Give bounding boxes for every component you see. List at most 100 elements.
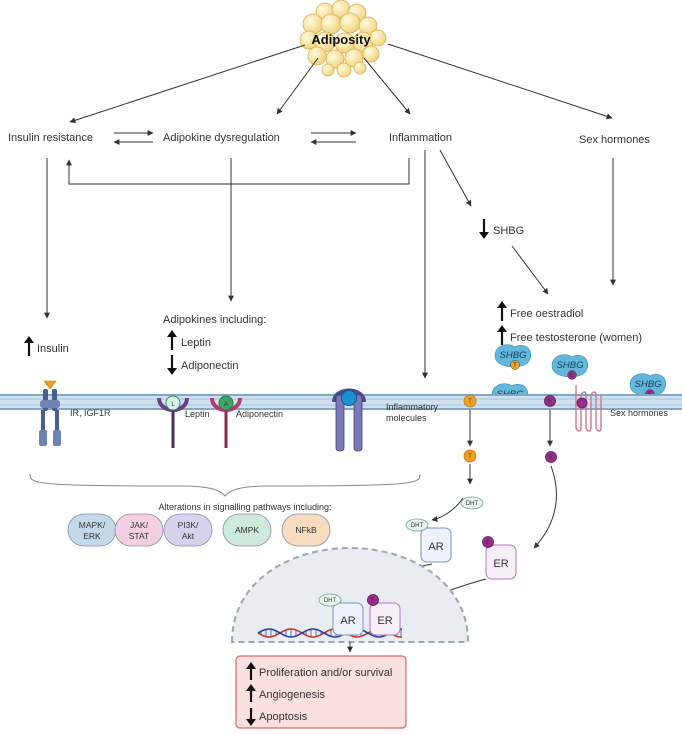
- free-hormones-block: Free oestradiol Free testosterone (women…: [497, 301, 642, 345]
- fat-cell-icon: [369, 29, 387, 47]
- dht-ligand-icon: [405, 518, 429, 532]
- dht-letter: DHT: [411, 523, 424, 529]
- pathway-pill-shape: [281, 513, 331, 547]
- fat-cell-icon: [321, 63, 335, 77]
- pathway-pill: MAPK/ERK: [67, 513, 117, 547]
- fat-cell-icon: [307, 46, 327, 66]
- up-arrow-icon: [497, 301, 507, 321]
- pathway-label: STAT: [129, 531, 149, 541]
- arrow-to-shbg: [439, 149, 472, 207]
- inflammatory-label-line1: Inflammatory: [386, 402, 439, 412]
- adiponectin-receptor: A Adiponectin: [210, 395, 283, 448]
- shbg-label: SHBG: [493, 225, 524, 237]
- dht-letter: DHT: [324, 598, 337, 604]
- outcome-label: Proliferation and/or survival: [259, 667, 392, 679]
- testosterone-ligand-icon: [463, 449, 477, 463]
- nuclear-er-label: ER: [377, 615, 392, 627]
- nucleus: DHT AR E ER: [230, 546, 470, 643]
- bidirectional-arrows: [113, 130, 357, 145]
- up-arrow-icon: [167, 330, 177, 350]
- pathway-label: Akt: [182, 531, 195, 541]
- insulin-resistance-label: Insulin resistance: [8, 132, 93, 144]
- shbg-complex-label: SHBG: [500, 350, 527, 361]
- shbg-decrease: SHBG: [479, 219, 524, 239]
- pathway-pill: JAK/STAT: [114, 513, 164, 547]
- dht-letter: DHT: [466, 501, 479, 507]
- arrow-to-inflammation: [363, 57, 411, 115]
- fat-cell-icons: [299, 0, 387, 78]
- fat-cell-icon: [362, 45, 380, 63]
- up-arrow-icon: [246, 684, 256, 702]
- nuclear-er: [369, 602, 401, 636]
- shbg-complex: SHBG T: [494, 344, 532, 370]
- leptin-receptor-label: Leptin: [185, 409, 210, 419]
- hormone-ligands: T T E E DHT: [460, 394, 557, 510]
- ir-igf1r-label: IR, IGF1R: [70, 408, 111, 418]
- fat-cell-icon: [339, 12, 361, 34]
- oestradiol-letter: E: [570, 373, 574, 379]
- cytoplasmic-ar: DHT AR: [405, 518, 452, 563]
- nuclear-ar-label: AR: [340, 615, 355, 627]
- testosterone-ligand-icon: [510, 360, 520, 370]
- fat-cell-icon: [325, 49, 345, 69]
- leptin-receptor: L Leptin: [157, 395, 210, 448]
- oestradiol-ligand-icon: [576, 397, 588, 409]
- adiposity-title: Adiposity: [311, 32, 371, 47]
- leptin-ligand-letter: L: [171, 402, 175, 408]
- pathway-pill-shape: [222, 513, 272, 547]
- top-arrows: [69, 43, 613, 124]
- down-arrow-icon: [167, 355, 177, 375]
- gpcr-receptor: [575, 385, 602, 432]
- fat-cell-icon: [320, 13, 342, 35]
- oestradiol-letter: E: [548, 399, 552, 405]
- leptin-ligand-icon: [165, 395, 181, 411]
- inflammatory-molecule-icon: [341, 390, 357, 406]
- er-label: ER: [493, 558, 508, 570]
- down-arrow-icon: [479, 219, 489, 239]
- sex-hormones-label: Sex hormones: [579, 134, 650, 146]
- fat-cell-icon: [302, 13, 324, 35]
- shbg-complex-label: SHBG: [557, 360, 584, 371]
- oestradiol-ligand-icon: [544, 395, 556, 407]
- insulin-ligand-icon: [43, 380, 57, 390]
- down-arrow-icon: [246, 708, 256, 726]
- oestradiol-ligand-icon: [367, 594, 379, 606]
- testosterone-letter: T: [513, 363, 517, 369]
- oestradiol-letter: E: [486, 540, 490, 546]
- pathway-pill: NFkB: [281, 513, 331, 547]
- adiponectin-ligand-letter: A: [224, 402, 228, 408]
- arrow-to-sex-hormones: [387, 43, 613, 120]
- pathway-pill: AMPK: [222, 513, 272, 547]
- outcomes-box: Proliferation and/or survivalAngiogenesi…: [235, 655, 407, 729]
- feedback-arrow: [66, 158, 410, 185]
- inflammatory-receptor: Inflammatory molecules: [332, 388, 439, 452]
- oestradiol-letter: E: [371, 598, 375, 604]
- free-oestradiol-label: Free oestradiol: [510, 308, 583, 320]
- insulin-label: Insulin: [37, 343, 69, 355]
- outcome-label: Angiogenesis: [259, 689, 326, 701]
- outcome-row: Proliferation and/or survival: [246, 662, 392, 680]
- oestradiol-letter: E: [549, 455, 553, 461]
- up-arrow-icon: [497, 325, 507, 345]
- dht-ligand-icon: [318, 593, 342, 607]
- oestradiol-ligand-icon: [545, 451, 557, 463]
- shbg-complex-label: SHBG: [635, 379, 662, 390]
- arrow-to-adipokine-dysregulation: [276, 57, 319, 115]
- receptor-bracket: [29, 473, 421, 497]
- adiponectin-ligand-icon: [218, 395, 234, 411]
- outcome-row: Apoptosis: [246, 708, 308, 726]
- pathway-pill-shape: [163, 513, 213, 547]
- pathway-label: NFkB: [295, 525, 317, 535]
- sex-hormones-membrane-label: Sex hormones: [610, 408, 669, 418]
- adipokines-block: Adipokines including: Leptin Adiponectin: [163, 314, 266, 375]
- pathway-label: PI3K/: [178, 520, 199, 530]
- adiponectin-receptor-label: Adiponectin: [236, 409, 283, 419]
- adipokines-heading: Adipokines including:: [163, 314, 266, 326]
- pathway-label: JAK/: [130, 520, 149, 530]
- inflammation-label: Inflammation: [389, 132, 452, 144]
- shbg-complex: SHBG E: [551, 354, 589, 380]
- leptin-label: Leptin: [181, 337, 211, 349]
- adipokine-dysregulation-label: Adipokine dysregulation: [163, 132, 280, 144]
